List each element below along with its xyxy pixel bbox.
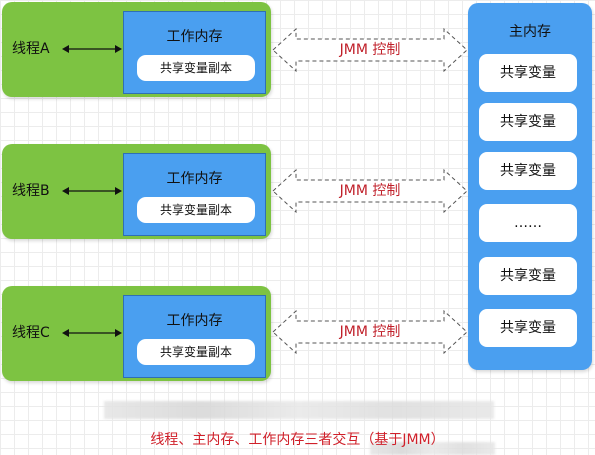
bidirectional-arrow-icon — [62, 187, 122, 195]
bidirectional-arrow-icon — [62, 45, 122, 53]
main-memory-title: 主内存 — [509, 24, 551, 40]
work-memory-title: 工作内存 — [166, 313, 223, 329]
shared-variable-item: 共享变量 — [479, 103, 577, 141]
shared-variable-item: 共享变量 — [479, 309, 577, 347]
ellipsis-item: …… — [479, 204, 577, 242]
thread-b-label: 线程B — [12, 183, 50, 199]
work-memory-title: 工作内存 — [166, 171, 223, 187]
blurred-text-strip — [104, 401, 494, 419]
diagram-caption: 线程、主内存、工作内存三者交互（基于JMM） — [150, 432, 445, 448]
jmm-control-arrow-a: JMM 控制 — [272, 27, 468, 73]
shared-variable-copy: 共享变量副本 — [137, 197, 255, 223]
thread-b-work-memory: 工作内存 共享变量副本 — [123, 153, 266, 236]
thread-c-label: 线程C — [12, 325, 50, 341]
blurred-watermark-strip — [370, 442, 495, 455]
thread-c-box: 线程C 工作内存 共享变量副本 — [2, 286, 271, 381]
jmm-control-label: JMM 控制 — [339, 42, 401, 58]
work-memory-title: 工作内存 — [166, 29, 223, 45]
bidirectional-arrow-icon — [62, 329, 122, 337]
shared-variable-item: 共享变量 — [479, 257, 577, 295]
main-memory-box: 主内存 共享变量 共享变量 共享变量 …… 共享变量 共享变量 — [468, 3, 592, 370]
dashed-double-arrow-icon — [272, 309, 468, 355]
shared-variable-item: 共享变量 — [479, 54, 577, 92]
thread-b-box: 线程B 工作内存 共享变量副本 — [2, 144, 271, 239]
jmm-control-label: JMM 控制 — [339, 183, 401, 199]
jmm-control-arrow-b: JMM 控制 — [272, 168, 468, 214]
dashed-double-arrow-icon — [272, 27, 468, 73]
jmm-control-label: JMM 控制 — [339, 324, 401, 340]
shared-variable-item: 共享变量 — [479, 152, 577, 190]
shared-variable-copy: 共享变量副本 — [137, 339, 255, 365]
shared-variable-copy: 共享变量副本 — [137, 55, 255, 81]
thread-a-work-memory: 工作内存 共享变量副本 — [123, 11, 266, 94]
thread-a-box: 线程A 工作内存 共享变量副本 — [2, 2, 271, 97]
dashed-double-arrow-icon — [272, 168, 468, 214]
thread-c-work-memory: 工作内存 共享变量副本 — [123, 295, 266, 378]
thread-a-label: 线程A — [12, 41, 50, 57]
jmm-control-arrow-c: JMM 控制 — [272, 309, 468, 355]
